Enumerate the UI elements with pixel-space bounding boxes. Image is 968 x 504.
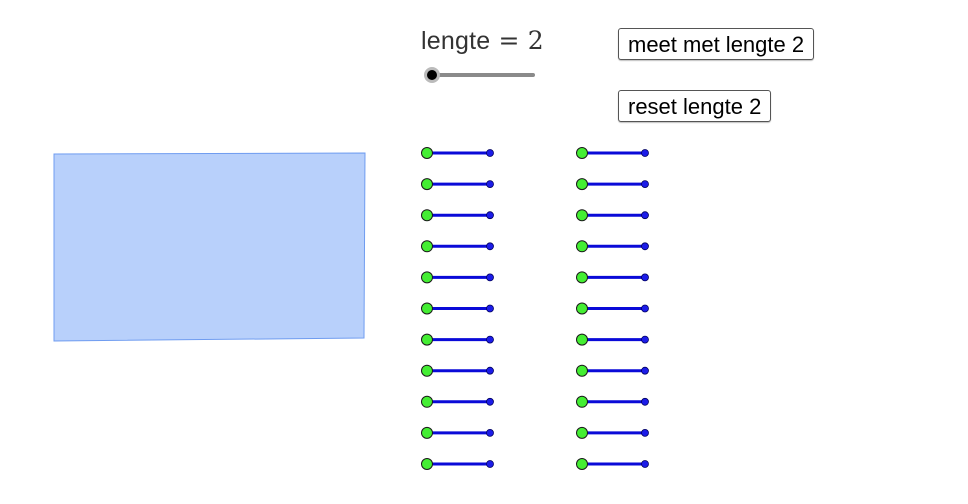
segment-end-point[interactable] [641,180,649,189]
blue-rectangle[interactable] [53,152,366,342]
length-segment[interactable] [421,302,494,315]
segment-end-point[interactable] [486,180,494,189]
segment-end-point[interactable] [641,304,649,313]
segment-start-point[interactable] [421,395,433,408]
slider-operator: = [498,26,520,55]
segment-start-point[interactable] [421,178,433,191]
segments-group [421,147,649,470]
segment-end-point[interactable] [486,211,494,220]
length-segment[interactable] [576,395,649,408]
segment-start-point[interactable] [421,426,433,439]
segment-start-point[interactable] [576,364,588,377]
segment-start-point[interactable] [421,458,433,470]
segment-start-point[interactable] [576,426,588,439]
length-segment[interactable] [421,178,494,191]
segment-start-point[interactable] [421,333,433,346]
measure-button[interactable]: meet met lengte 2 [618,28,815,60]
lengte-slider[interactable] [424,67,535,83]
segment-end-point[interactable] [641,335,649,344]
length-segment[interactable] [421,240,494,253]
segment-end-point[interactable] [641,428,649,437]
segment-start-point[interactable] [576,147,588,159]
segment-end-point[interactable] [641,242,649,251]
length-segment[interactable] [576,426,649,439]
length-segment[interactable] [576,178,649,191]
segment-start-point[interactable] [576,209,588,222]
segment-start-point[interactable] [421,209,433,222]
segment-end-point[interactable] [486,304,494,313]
length-segment[interactable] [421,333,494,346]
length-segment[interactable] [576,458,649,470]
segment-start-point[interactable] [421,240,433,253]
length-segment[interactable] [576,333,649,346]
length-segment[interactable] [576,271,649,284]
segment-start-point[interactable] [576,395,588,408]
segment-start-point[interactable] [576,458,588,470]
length-segment[interactable] [576,240,649,253]
segment-end-point[interactable] [486,242,494,251]
slider-value: 2 [527,26,544,55]
length-segment[interactable] [421,271,494,284]
length-segment[interactable] [576,364,649,377]
segment-end-point[interactable] [486,397,494,406]
segment-start-point[interactable] [576,240,588,253]
segment-end-point[interactable] [486,460,494,468]
segment-start-point[interactable] [576,333,588,346]
length-segment[interactable] [576,302,649,315]
segment-end-point[interactable] [486,273,494,282]
segment-end-point[interactable] [486,428,494,437]
segment-start-point[interactable] [576,302,588,315]
segment-end-point[interactable] [486,149,494,157]
segment-end-point[interactable] [641,211,649,220]
segment-end-point[interactable] [641,460,649,468]
slider-name: lengte [421,27,491,55]
segment-end-point[interactable] [486,335,494,344]
length-segment[interactable] [576,147,649,159]
slider-knob-center[interactable] [427,70,437,80]
segment-start-point[interactable] [421,271,433,284]
segment-end-point[interactable] [641,149,649,157]
reset-button[interactable]: reset lengte 2 [618,90,772,122]
segment-end-point[interactable] [486,366,494,375]
slider-caption: lengte = 2 [421,26,544,56]
segment-start-point[interactable] [421,147,433,159]
length-segment[interactable] [421,426,494,439]
length-segment[interactable] [421,147,494,159]
segment-start-point[interactable] [576,271,588,284]
segment-end-point[interactable] [641,366,649,375]
length-segment[interactable] [421,209,494,222]
segment-start-point[interactable] [576,178,588,191]
length-segment[interactable] [421,458,494,470]
segment-start-point[interactable] [421,302,433,315]
length-segment[interactable] [576,209,649,222]
length-segment[interactable] [421,364,494,377]
segment-start-point[interactable] [421,364,433,377]
length-segment[interactable] [421,395,494,408]
segment-end-point[interactable] [641,397,649,406]
segment-end-point[interactable] [641,273,649,282]
